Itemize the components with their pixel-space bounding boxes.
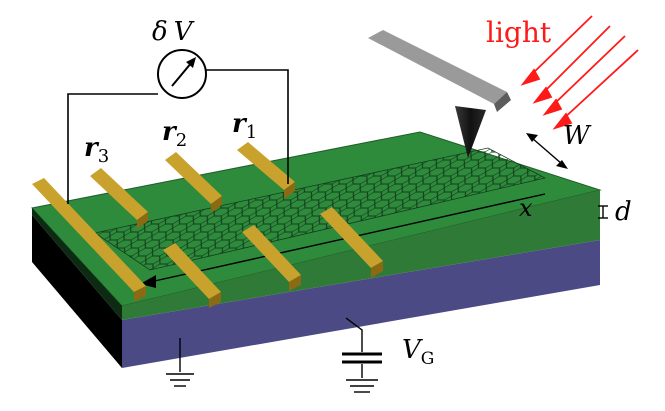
light-label: light <box>486 16 552 49</box>
gate-voltage-label: VG <box>402 335 434 369</box>
voltmeter-needle <box>171 61 193 87</box>
contact-front-left <box>32 178 146 302</box>
x-axis-label: x <box>519 194 533 222</box>
graphene-ribbon <box>93 147 547 271</box>
voltmeter-wire-right <box>206 69 289 184</box>
gate-wire <box>345 317 363 352</box>
width-label: W <box>563 121 592 151</box>
contact-r2 <box>165 152 222 213</box>
afm-tip <box>455 106 486 158</box>
width-arrow-line <box>531 137 563 165</box>
contact-r1 <box>237 142 295 199</box>
light-rays <box>520 15 639 130</box>
cantilever-top <box>368 30 507 104</box>
ground-icon-left <box>166 373 194 387</box>
base-left-face <box>32 215 122 368</box>
contact-front-4 <box>320 207 383 278</box>
contact-front-2 <box>163 243 221 308</box>
capacitor-icon <box>342 352 382 364</box>
thickness-marker <box>598 205 608 219</box>
contact-r3 <box>90 168 148 229</box>
base-front-face <box>122 240 600 368</box>
thickness-label: d <box>615 197 632 227</box>
width-arrowhead-bottom <box>556 160 568 169</box>
cantilever-side <box>494 92 511 112</box>
probe-r1-label: r1 <box>232 109 257 143</box>
probe-r3-label: r3 <box>84 133 109 167</box>
voltmeter-wire-left <box>67 93 158 204</box>
voltmeter-needle-head <box>186 57 196 68</box>
contact-front-3 <box>242 225 301 291</box>
probe-r2-label: r2 <box>162 117 187 151</box>
width-arrowhead-top <box>526 133 538 142</box>
ground-icon-gate <box>346 379 378 393</box>
substrate-left-face <box>32 208 122 320</box>
